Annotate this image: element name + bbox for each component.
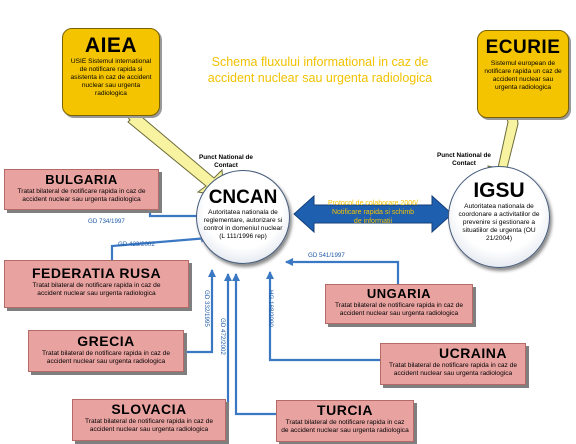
bulgaria-title: BULGARIA xyxy=(45,172,118,187)
protocol-label: Protocol de colaborare 2006/ Notificare … xyxy=(300,199,446,226)
ungaria-title: UNGARIA xyxy=(366,286,432,301)
rusia-desc: Tratat bilateral de notificare rapida in… xyxy=(32,282,161,297)
cncan-desc: Autoritatea nationala de reglementare, a… xyxy=(203,209,283,240)
ecurie-desc: Sistemul european de notificare rapida u… xyxy=(484,60,562,91)
turcia-agreement: HG 168/2000 xyxy=(267,290,274,327)
aiea-desc: USIE Sistemul international de notificar… xyxy=(70,58,152,97)
grecia-box: GRECIA Tratat bilateral de notificare ra… xyxy=(28,330,184,372)
protocol-line2: Notificare rapida si schimb xyxy=(331,209,415,216)
igsu-node: IGSU Autoritatea nationala de coordonare… xyxy=(448,166,550,268)
turcia-title: TURCIA xyxy=(317,402,373,418)
ucraina-desc: Tratat bilateral de notificare rapida in… xyxy=(388,362,518,377)
diagram-title: Schema fluxului informational in caz de … xyxy=(186,54,454,86)
rusia-line xyxy=(110,234,209,262)
cncan-contact-point: Punct National de Contact xyxy=(199,154,253,169)
grecia-line xyxy=(184,269,216,354)
grecia-title: GRECIA xyxy=(77,333,135,349)
slovacia-desc: Tratat bilateral de notificare rapida in… xyxy=(84,418,214,433)
ungaria-line xyxy=(285,258,400,286)
aiea-box: AIEA USIE Sistemul international de noti… xyxy=(62,28,160,116)
slovacia-box: SLOVACIA Tratat bilateral de notificare … xyxy=(72,399,226,441)
ucraina-title: UCRAINA xyxy=(438,345,508,361)
ungaria-box: UNGARIA Tratat bilateral de notificare r… xyxy=(325,284,473,324)
rusia-title: FEDERATIA RUSA xyxy=(31,265,162,281)
turcia-line xyxy=(232,273,276,416)
ecurie-title: ECURIE xyxy=(485,37,561,58)
ucraina-box: UCRAINA Tratat bilateral de notificare r… xyxy=(380,343,526,385)
protocol-line1: Protocol de colaborare 2006/ xyxy=(328,200,418,207)
turcia-box: TURCIA Tratat bilateral de notificare ra… xyxy=(276,400,414,442)
igsu-title: IGSU xyxy=(473,179,525,202)
turcia-desc: Tratat bilateral de notificare rapida in… xyxy=(281,419,409,434)
cncan-title: CNCAN xyxy=(208,187,278,208)
aiea-title: AIEA xyxy=(84,34,138,57)
bulgaria-agreement: GD 734/1997 xyxy=(88,218,125,225)
rusia-agreement: GD 423/2002 xyxy=(118,241,155,248)
diagram-title-line2: accident nuclear sau urgenta radiologica xyxy=(207,71,433,85)
slovacia-agreement: GD 472/2002 xyxy=(219,318,226,355)
grecia-desc: Tratat bilateral de notificare rapida in… xyxy=(41,350,171,365)
ungaria-agreement: GD 541/1997 xyxy=(308,252,345,259)
bulgaria-box: BULGARIA Tratat bilateral de notificare … xyxy=(4,169,159,210)
igsu-contact-point: Punct National de Contact xyxy=(437,152,491,167)
slovacia-title: SLOVACIA xyxy=(111,401,187,417)
diagram-title-line1: Schema fluxului informational in caz de xyxy=(211,55,429,69)
rusia-box: FEDERATIA RUSA Tratat bilateral de notif… xyxy=(4,260,189,308)
cncan-node: CNCAN Autoritatea nationala de reglement… xyxy=(196,170,290,264)
bulgaria-desc: Tratat bilateral de notificare rapida in… xyxy=(17,188,146,203)
ucraina-line xyxy=(266,271,380,362)
igsu-desc: Autoritatea nationala de coordonare a ac… xyxy=(458,203,540,242)
ecurie-box: ECURIE Sistemul european de notificare r… xyxy=(477,30,569,118)
ungaria-desc: Tratat bilateral de notificare rapida in… xyxy=(334,302,464,317)
grecia-agreement: GD 332/1995 xyxy=(203,290,210,327)
protocol-line3: de informatii xyxy=(353,218,393,225)
